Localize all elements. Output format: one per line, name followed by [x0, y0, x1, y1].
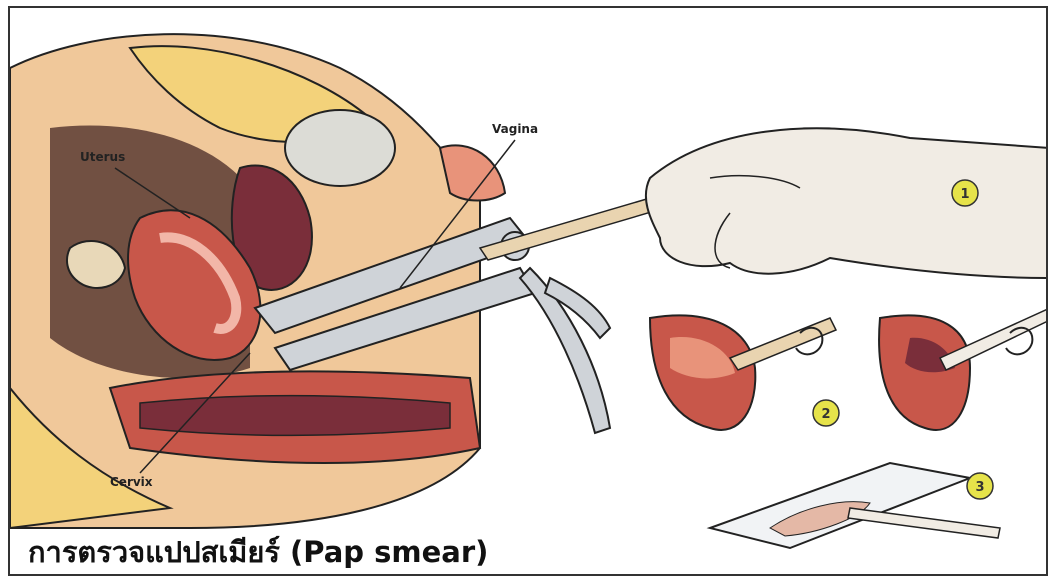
step-2-number: 2	[821, 407, 830, 422]
uterus-label: Uterus	[80, 150, 125, 164]
cervix-label: Cervix	[110, 475, 153, 489]
pap-smear-illustration: 1 2 3 Uterus Vagina Cervix	[10, 8, 1048, 576]
diagram-frame: 1 2 3 Uterus Vagina Cervix การตรวจแปปสเม…	[8, 6, 1048, 576]
step-2-scrape-panels	[650, 308, 1048, 430]
vagina-label: Vagina	[492, 122, 538, 136]
caption: การตรวจแปปสเมียร์ (Pap smear)	[22, 534, 494, 570]
step-badge-2: 2	[813, 400, 839, 426]
bladder	[285, 110, 395, 186]
step-3-slide	[710, 463, 1000, 548]
step-1-number: 1	[960, 187, 969, 202]
step-badge-3: 3	[967, 473, 993, 499]
anatomy-cross-section	[10, 34, 505, 528]
step-3-number: 3	[975, 480, 984, 495]
step-badge-1: 1	[952, 180, 978, 206]
